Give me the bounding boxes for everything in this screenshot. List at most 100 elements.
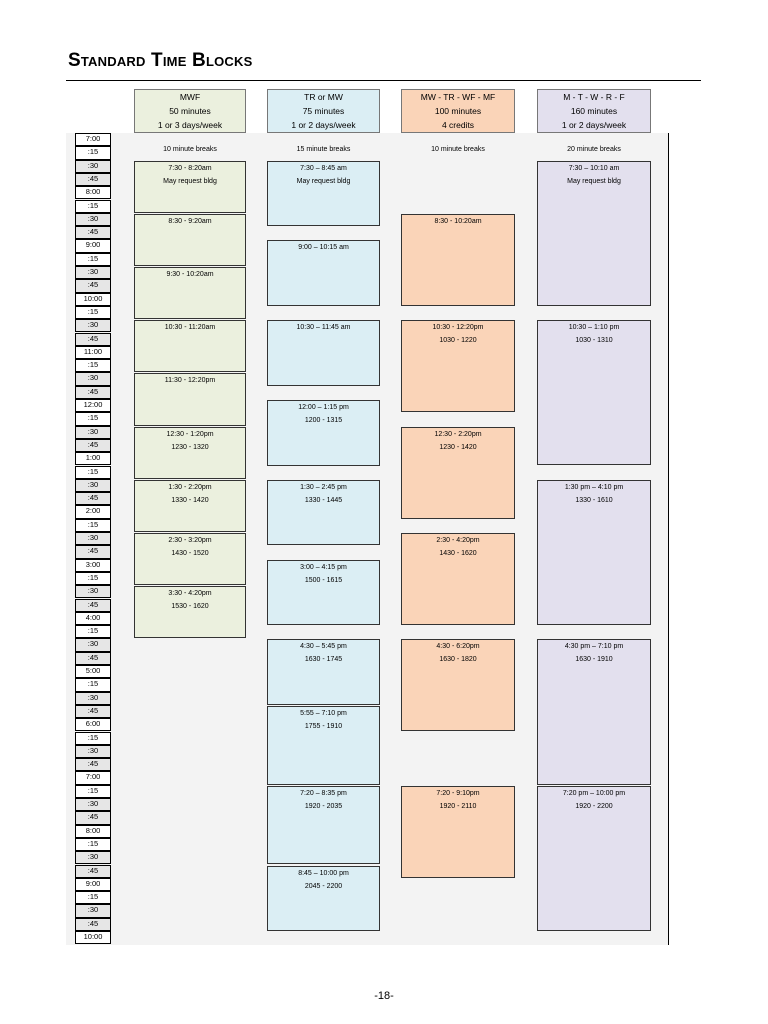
time-block-label: 2:30 - 4:20pm	[436, 537, 480, 544]
time-slot-label: :45	[75, 651, 111, 665]
time-block-label: 7:30 – 10:10 am	[568, 164, 620, 172]
time-slot-label: :30	[75, 532, 111, 546]
time-slot-label: :45	[75, 172, 111, 187]
time-slot-label: 4:00	[75, 611, 111, 626]
time-block: 9:00 – 10:15 am	[267, 240, 380, 306]
time-slot-label: :45	[75, 917, 111, 931]
time-block-label: May request bldg	[567, 177, 621, 185]
time-block-label: 1200 - 1315	[304, 417, 343, 424]
time-slot-label: :45	[75, 492, 111, 506]
time-slot-label: :30	[75, 744, 111, 759]
time-slot-label: 6:00	[75, 718, 111, 732]
time-block-label: 1500 - 1615	[304, 576, 343, 584]
time-block-label: 1430 - 1620	[439, 550, 477, 557]
break-label: 10 minute breaks	[431, 146, 485, 153]
time-block: 8:30 - 9:20am	[134, 213, 246, 266]
time-slot-label: :15	[75, 571, 111, 586]
time-block-label: May request bldg	[296, 177, 351, 185]
time-block-label: 1230 - 1420	[439, 443, 477, 451]
time-slot-label: :15	[75, 305, 111, 320]
time-block-label: 1920 - 2035	[304, 802, 343, 810]
column-header-line: 75 minutes	[302, 106, 345, 116]
time-slot-label: :45	[75, 226, 111, 240]
time-slot-label: 7:00	[75, 133, 111, 147]
time-slot-label: 8:00	[75, 186, 111, 200]
time-block-label: 1:30 – 2:45 pm	[300, 483, 347, 491]
time-block-label: 1630 - 1820	[439, 656, 477, 664]
time-block-label: 12:00 – 1:15 pm	[298, 404, 349, 411]
time-block-label: 10:30 - 11:20am	[164, 324, 216, 332]
time-slot-label: :15	[75, 678, 111, 692]
time-block-label: 8:30 - 9:20am	[168, 217, 212, 225]
time-slot-label: :15	[75, 412, 111, 426]
time-slot-label: :15	[75, 199, 111, 213]
time-slot-label: :30	[75, 691, 111, 705]
time-block-label: 1630 - 1745	[304, 656, 343, 664]
time-slot-label: :30	[75, 851, 111, 865]
column-header-mwf: MWF 50 minutes 1 or 3 days/week	[134, 89, 246, 133]
time-slot-label: 11:00	[75, 345, 111, 360]
time-slot-label: :15	[75, 465, 111, 479]
time-block-label: 1330 - 1420	[171, 496, 209, 504]
time-slot-label: 12:00	[75, 399, 111, 413]
time-block: 9:30 - 10:20am	[134, 267, 246, 320]
time-block-label: 1030 - 1220	[439, 337, 477, 345]
time-block-label: 4:30 pm – 7:10 pm	[564, 643, 624, 651]
time-block-label: 1920 - 2110	[439, 802, 477, 810]
time-slot-label: :15	[75, 731, 111, 745]
column-header-line: MWF	[179, 92, 201, 102]
column-header-mwtr: MW - TR - WF - MF 100 minutes 4 credits	[401, 89, 515, 133]
time-block: 10:30 – 11:45 am	[267, 320, 380, 386]
time-slot-label: 1:00	[75, 452, 111, 466]
time-slot-label: :30	[75, 319, 111, 333]
page-title: Standard Time Blocks	[68, 50, 253, 71]
time-slot-label: 10:00	[75, 292, 111, 306]
time-slot-label: :15	[75, 359, 111, 373]
time-slot-label: 9:00	[75, 877, 111, 892]
time-slot-label: :15	[75, 625, 111, 639]
time-block-label: 7:20 - 9:10pm	[436, 789, 480, 797]
time-block: 10:30 - 11:20am	[134, 320, 246, 373]
time-slot-label: 5:00	[75, 665, 111, 679]
column-header-line: 1 or 3 days/week	[157, 120, 223, 130]
column-header-line: 4 credits	[441, 120, 475, 130]
time-block-label: 1330 - 1610	[575, 496, 613, 504]
time-slot-label: :15	[75, 252, 111, 266]
time-slot-label: :15	[75, 518, 111, 532]
time-slot-label: :30	[75, 266, 111, 280]
time-slot-label: 10:00	[75, 931, 111, 945]
title-rule	[66, 80, 701, 81]
column-header-line: 50 minutes	[169, 106, 211, 116]
time-block-label: 12:30 - 1:20pm	[166, 430, 214, 438]
time-block: 7:30 – 8:45 am May request bldg	[267, 160, 380, 227]
time-slot-label: :45	[75, 332, 111, 346]
column-header-line: MW - TR - WF - MF	[420, 92, 496, 102]
time-slot-label: :15	[75, 784, 111, 798]
time-slot-label: :30	[75, 798, 111, 812]
time-slot-label: :30	[75, 425, 111, 439]
time-block-label: 7:30 – 8:45 am	[300, 164, 347, 172]
time-block: 12:00 – 1:15 pm 1200 - 1315	[267, 400, 380, 466]
time-slot-label: :30	[75, 904, 111, 918]
time-slot-label: :45	[75, 864, 111, 878]
time-block: 11:30 - 12:20pm	[134, 373, 246, 426]
time-slot-label: :45	[75, 598, 111, 612]
time-slot-label: :45	[75, 545, 111, 559]
time-block-label: 11:30 - 12:20pm	[164, 377, 216, 385]
time-block-label: May request bldg	[163, 177, 217, 185]
time-slot-label: 9:00	[75, 239, 111, 253]
time-block-label: 2045 - 2200	[304, 882, 343, 890]
time-block: 7:20 - 9:10pm 1920 - 2110	[401, 785, 515, 878]
column-header-line: 100 minutes	[434, 106, 482, 116]
time-block-label: 7:20 pm – 10:00 pm	[562, 789, 626, 797]
